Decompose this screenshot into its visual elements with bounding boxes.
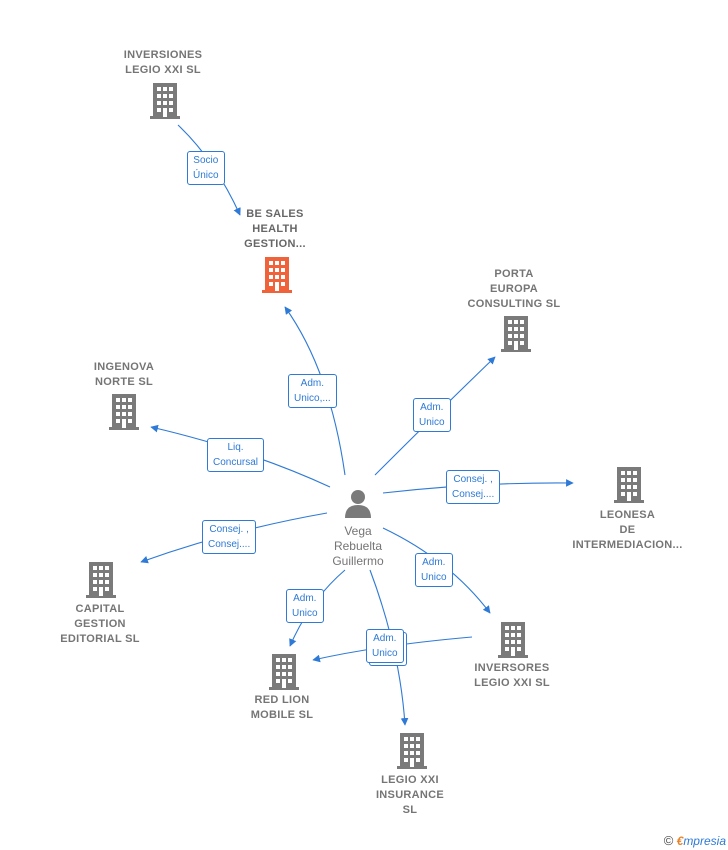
person-icon[interactable] — [343, 488, 373, 518]
person-name[interactable]: Vega Rebuelta Guillermo — [332, 524, 384, 568]
brand-name: mpresia — [683, 834, 726, 848]
relation-label-adm-insurance[interactable]: Adm. Unico — [366, 629, 404, 663]
company-label-inversiones-legio[interactable]: INVERSIONES LEGIO XXI SL — [123, 49, 203, 76]
company-label-ingenova[interactable]: INGENOVA NORTE SL — [93, 361, 155, 388]
relation-label-liq-concursal[interactable]: Liq. Concursal — [207, 438, 265, 472]
relation-label-consej-leonesa[interactable]: Consej. , Consej.... — [446, 470, 501, 504]
building-icon-leonesa[interactable] — [614, 467, 644, 503]
copyright-symbol: © — [663, 833, 674, 848]
building-icon-red-lion[interactable] — [269, 654, 299, 690]
company-label-red-lion[interactable]: RED LION MOBILE SL — [250, 694, 314, 721]
relation-label-adm-be-sales[interactable]: Adm. Unico,... — [288, 374, 337, 408]
building-icon-capital-gestion[interactable] — [86, 562, 116, 598]
building-icon-be-sales[interactable] — [262, 257, 292, 293]
company-label-legio-insurance[interactable]: LEGIO XXI INSURANCE SL — [375, 774, 445, 816]
building-icon-porta-europa[interactable] — [501, 316, 531, 352]
building-icon-legio-insurance[interactable] — [397, 733, 427, 769]
brand-watermark: © €mpresia — [664, 833, 726, 848]
company-label-inversores-legio[interactable]: INVERSORES LEGIO XXI SL — [474, 662, 550, 689]
building-icon-inversores-legio[interactable] — [498, 622, 528, 658]
relation-label-adm-red-lion[interactable]: Adm. Unico — [286, 589, 324, 623]
relation-label-socio-unico[interactable]: Socio Único — [187, 151, 225, 185]
company-label-leonesa[interactable]: LEONESA DE INTERMEDIACION... — [572, 509, 683, 551]
brand-logo-initial: € — [676, 834, 684, 848]
relation-label-adm-inversores[interactable]: Adm. Unico — [415, 553, 453, 587]
company-label-be-sales[interactable]: BE SALES HEALTH GESTION... — [244, 208, 306, 250]
building-icon-inversiones-legio[interactable] — [150, 83, 180, 119]
relation-label-adm-porta[interactable]: Adm. Unico — [413, 398, 451, 432]
company-label-capital-gestion[interactable]: CAPITAL GESTION EDITORIAL SL — [60, 603, 140, 645]
building-icon-ingenova[interactable] — [109, 394, 139, 430]
company-label-porta-europa[interactable]: PORTA EUROPA CONSULTING SL — [467, 268, 561, 310]
relation-label-consej-capital[interactable]: Consej. , Consej.... — [202, 520, 257, 554]
